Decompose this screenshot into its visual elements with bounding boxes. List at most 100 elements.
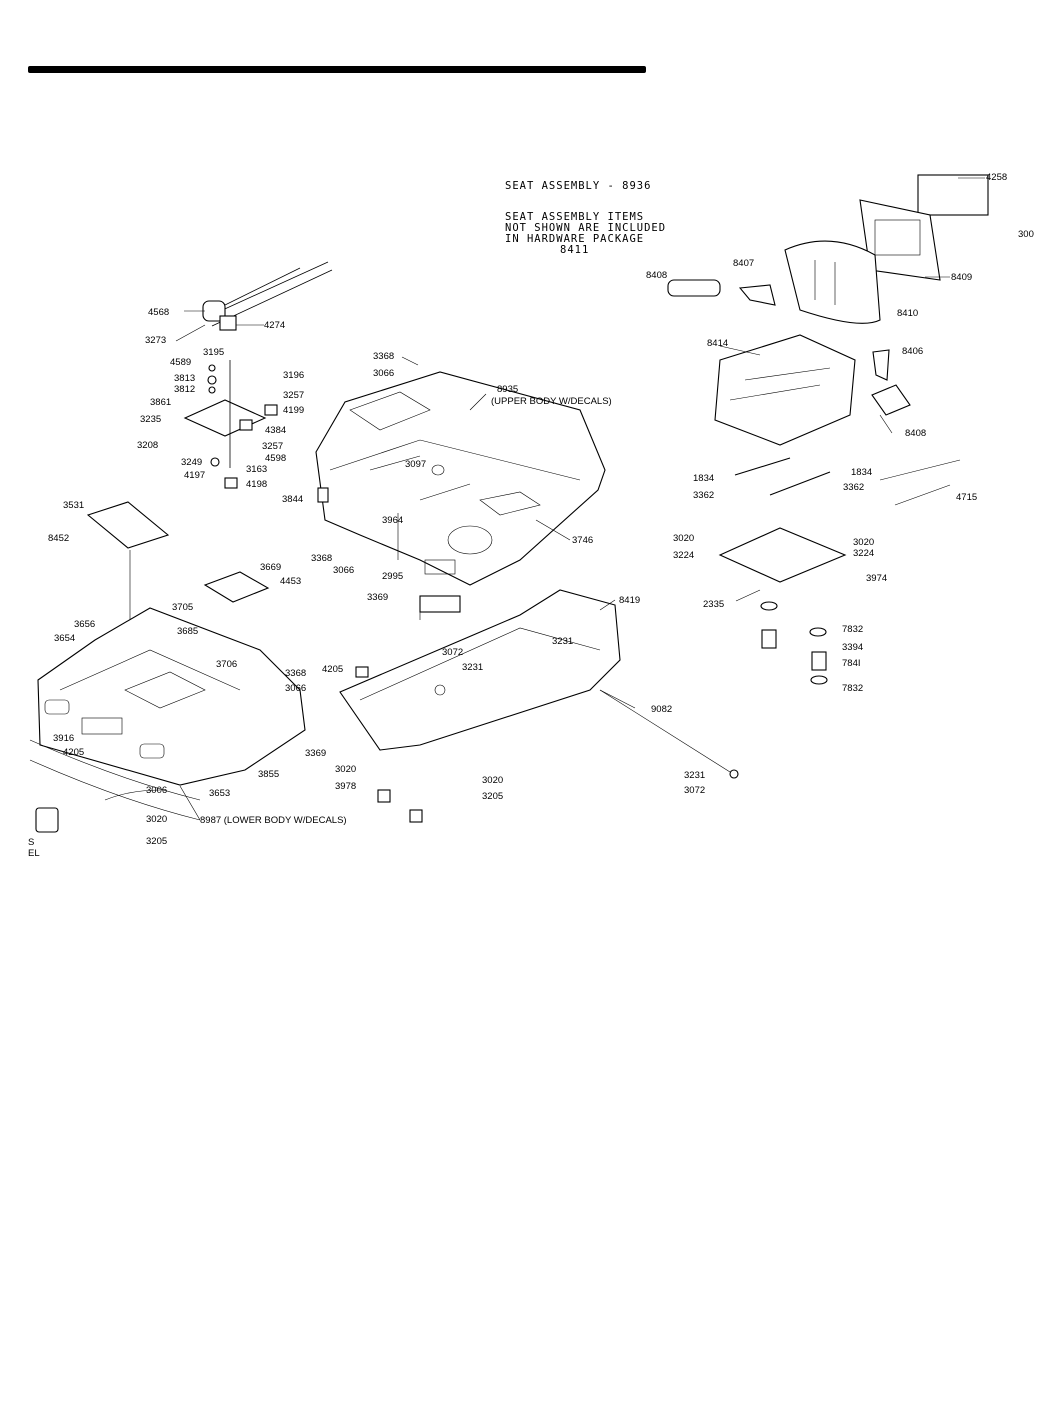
upper-body-caption-2: (UPPER BODY W/DECALS)	[491, 396, 612, 407]
callout: 8419	[619, 595, 640, 606]
callout: 3813	[174, 373, 195, 384]
seat-note-line1: SEAT ASSEMBLY ITEMS	[505, 211, 645, 223]
callout: 7832	[842, 624, 863, 635]
seat-assembly-title: SEAT ASSEMBLY - 8936	[505, 180, 652, 192]
callout: 3020	[335, 764, 356, 775]
callout: 784I	[842, 658, 861, 669]
callout: 3163	[246, 464, 267, 475]
callout: 4198	[246, 479, 267, 490]
callout: 300	[1018, 229, 1034, 240]
callout: 3208	[137, 440, 158, 451]
callout: 3855	[258, 769, 279, 780]
leader-lines	[175, 177, 985, 821]
callout: 3369	[367, 592, 388, 603]
callout: 3656	[74, 619, 95, 630]
callout: 3362	[843, 482, 864, 493]
callout: 3020	[673, 533, 694, 544]
callout: 4199	[283, 405, 304, 416]
callout: 3257	[283, 390, 304, 401]
callout: 3196	[283, 370, 304, 381]
callout: 3368	[285, 668, 306, 679]
callout: 3705	[172, 602, 193, 613]
lower-body	[29, 607, 306, 833]
callout: 8408	[905, 428, 926, 439]
callout: EL	[28, 848, 40, 859]
callout: 3205	[146, 836, 167, 847]
callout: 3231	[552, 636, 573, 647]
callout: 4715	[956, 492, 977, 503]
callout: 3916	[53, 733, 74, 744]
callout: 3964	[382, 515, 403, 526]
callout: 3097	[405, 459, 426, 470]
callout: 3231	[684, 770, 705, 781]
callout: 3224	[673, 550, 694, 561]
callout: 3020	[482, 775, 503, 786]
upper-body-caption-1: 8935	[497, 384, 518, 395]
callout: 3394	[842, 642, 863, 653]
callout: 3231	[462, 662, 483, 673]
callout: 8414	[707, 338, 728, 349]
callout: 3224	[853, 548, 874, 559]
callout: 3066	[285, 683, 306, 694]
callout: 3072	[684, 785, 705, 796]
callout: 3669	[260, 562, 281, 573]
callout: 8409	[951, 272, 972, 283]
seat-assembly	[667, 174, 989, 685]
callout: 3020	[146, 814, 167, 825]
callout: 8452	[48, 533, 69, 544]
seat-note-line2: NOT SHOWN ARE INCLUDED	[505, 222, 667, 234]
seat-note-line4: 8411	[560, 244, 590, 256]
callout: 2995	[382, 571, 403, 582]
callout: 3066	[373, 368, 394, 379]
callout: 4197	[184, 470, 205, 481]
callout: 9082	[651, 704, 672, 715]
callout: 8407	[733, 258, 754, 269]
callout: 2335	[703, 599, 724, 610]
callout: 3195	[203, 347, 224, 358]
callout: 4598	[265, 453, 286, 464]
callout: 3072	[442, 647, 463, 658]
frame	[339, 589, 739, 823]
upper-body	[315, 371, 606, 586]
pedal-bracket	[183, 360, 278, 489]
callout: 3257	[262, 441, 283, 452]
callout: 3812	[174, 384, 195, 395]
header-rule	[28, 66, 646, 73]
callout: 3249	[181, 457, 202, 468]
callout: 4384	[265, 425, 286, 436]
hood-parts	[86, 501, 270, 650]
callout: 3685	[177, 626, 198, 637]
callout: 4258	[986, 172, 1007, 183]
seat-note-line3: IN HARDWARE PACKAGE	[505, 233, 645, 245]
callout: 3273	[145, 335, 166, 346]
callout: 8408	[646, 270, 667, 281]
callout: 3368	[311, 553, 332, 564]
callout: 4274	[264, 320, 285, 331]
callout: 4205	[322, 664, 343, 675]
callout: 3654	[54, 633, 75, 644]
callout: 3205	[482, 791, 503, 802]
callout: 3531	[63, 500, 84, 511]
callout: 3746	[572, 535, 593, 546]
callout: 3235	[140, 414, 161, 425]
callout: 1834	[851, 467, 872, 478]
callout: 1834	[693, 473, 714, 484]
callout: 8410	[897, 308, 918, 319]
callout: 3844	[282, 494, 303, 505]
callout: 3020	[853, 537, 874, 548]
callout: 3706	[216, 659, 237, 670]
callout: S	[28, 837, 34, 848]
callout: 7832	[842, 683, 863, 694]
callout: 3362	[693, 490, 714, 501]
callout: 4453	[280, 576, 301, 587]
callout: 4589	[170, 357, 191, 368]
callout: 3369	[305, 748, 326, 759]
callout: 4205	[63, 747, 84, 758]
callout: 3006	[146, 785, 167, 796]
callout: 3861	[150, 397, 171, 408]
callout-labels: 4568 3273 4274 3195 4589 3813 3812 3196 …	[28, 172, 1034, 859]
callout: 8406	[902, 346, 923, 357]
callout: 3978	[335, 781, 356, 792]
